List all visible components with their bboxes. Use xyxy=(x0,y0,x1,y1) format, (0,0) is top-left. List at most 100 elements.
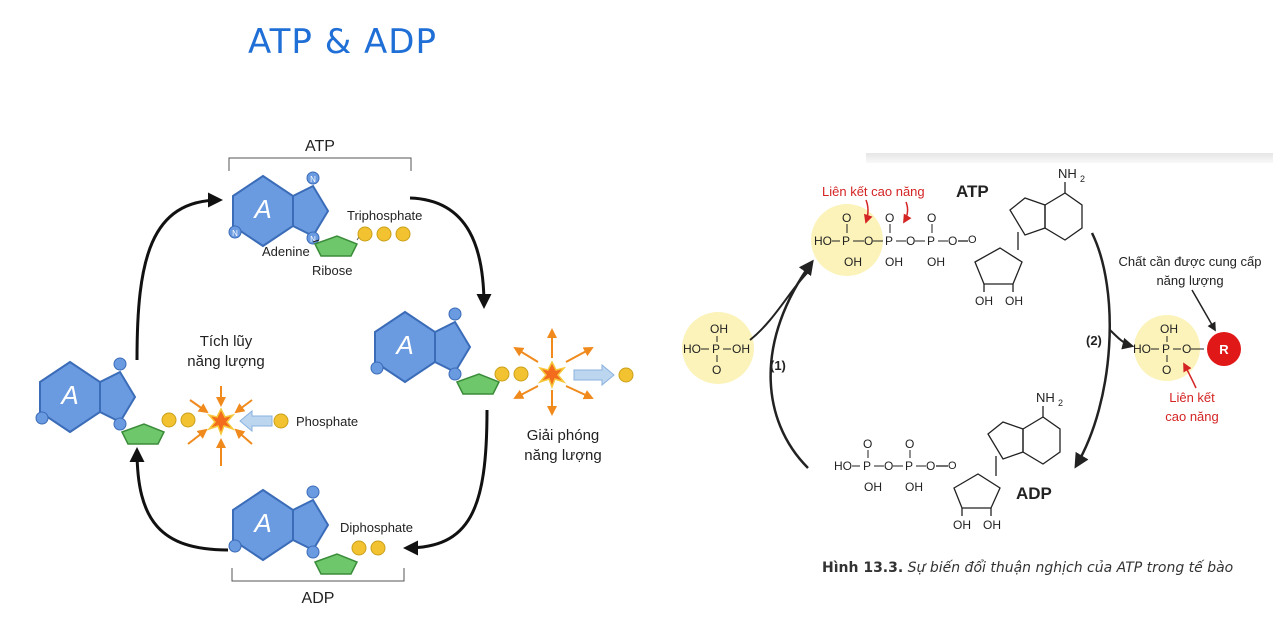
svg-text:A: A xyxy=(394,330,413,360)
atp-title: ATP xyxy=(956,182,989,201)
svg-text:O: O xyxy=(968,234,977,246)
svg-text:P: P xyxy=(842,234,850,248)
svg-text:OH: OH xyxy=(710,322,728,336)
release-energy-line1: Giải phóng xyxy=(527,427,600,444)
svg-text:P: P xyxy=(927,234,935,248)
step-1-label: (1) xyxy=(770,358,786,373)
atp-ribose-adenine xyxy=(958,182,1083,292)
atp-structure-diagram: HO P O OH O P O OH O P O OH O O NH 2 OH … xyxy=(682,166,1262,532)
cycle-arrow-left-up xyxy=(135,192,223,361)
energy-release-burst xyxy=(537,360,567,390)
svg-text:P: P xyxy=(885,234,893,248)
svg-text:O: O xyxy=(926,459,935,473)
svg-text:O: O xyxy=(712,363,721,377)
energy-store-burst xyxy=(206,407,236,437)
store-energy-line2: năng lượng xyxy=(187,353,264,370)
supplied-label-line1: Chất cần được cung cấp xyxy=(1119,254,1262,269)
svg-text:OH: OH xyxy=(844,255,862,269)
svg-text:O: O xyxy=(927,211,936,225)
svg-text:OH: OH xyxy=(975,294,993,308)
diphosphate-label: Diphosphate xyxy=(340,520,413,535)
page-title: ATP & ADP xyxy=(248,22,437,62)
svg-text:HO: HO xyxy=(683,342,701,356)
svg-text:O: O xyxy=(1182,342,1191,356)
svg-text:2: 2 xyxy=(1080,174,1085,184)
cycle-arrow-right-down xyxy=(403,409,489,556)
atp-phosphate-chain: HO P O OH O P O OH O P O OH O xyxy=(814,211,957,269)
svg-text:O: O xyxy=(905,437,914,451)
figure-caption: Hình 13.3. Sự biến đổi thuận nghịch của … xyxy=(822,560,1234,576)
svg-text:OH: OH xyxy=(905,480,923,494)
svg-text:2: 2 xyxy=(1058,398,1063,408)
ribose-label: Ribose xyxy=(312,263,352,278)
atp-adp-cycle-illustration: ATP A N N N Triphosphate Adenine Ribose … xyxy=(35,138,634,607)
atp-molecule-right: A xyxy=(370,307,529,395)
svg-text:HO: HO xyxy=(814,234,832,248)
svg-text:P: P xyxy=(863,459,871,473)
svg-text:NH: NH xyxy=(1058,166,1077,181)
svg-text:OH: OH xyxy=(885,255,903,269)
atp-label: ATP xyxy=(305,138,335,155)
phosphate-incoming-arrow xyxy=(239,409,273,433)
adp-bracket xyxy=(231,568,405,582)
svg-text:O: O xyxy=(906,234,915,248)
supplied-label-line2: năng lượng xyxy=(1156,273,1223,288)
svg-text:OH: OH xyxy=(927,255,945,269)
svg-text:O: O xyxy=(885,211,894,225)
svg-text:N: N xyxy=(310,175,316,184)
phosphate-r-group: OH HO P O O xyxy=(1133,322,1204,377)
svg-text:P: P xyxy=(712,342,720,356)
step-2-label: (2) xyxy=(1086,333,1102,348)
cycle-arrow-top-right xyxy=(409,196,492,309)
cycle-arrow-bottom-left xyxy=(129,447,229,552)
svg-text:O: O xyxy=(1162,363,1171,377)
svg-text:OH: OH xyxy=(1005,294,1023,308)
r-letter: R xyxy=(1219,342,1229,357)
adp-molecule-left: A xyxy=(35,357,196,445)
atp-molecule: A N N N xyxy=(228,171,411,257)
high-energy-bond-bottom-line1: Liên kết xyxy=(1169,390,1215,405)
svg-text:O: O xyxy=(842,211,851,225)
svg-text:O: O xyxy=(863,437,872,451)
svg-text:N: N xyxy=(232,229,238,238)
svg-text:NH: NH xyxy=(1036,390,1055,405)
phosphate-outgoing-arrow xyxy=(573,363,615,387)
arrow-to-r xyxy=(1109,329,1135,350)
free-phosphate: OH HO P OH O xyxy=(683,322,750,377)
high-energy-bond-bottom-line2: cao năng xyxy=(1165,409,1219,424)
svg-text:P: P xyxy=(1162,342,1170,356)
triphosphate-label: Triphosphate xyxy=(347,208,422,223)
phosphate-label: Phosphate xyxy=(296,414,358,429)
adenine-label: Adenine xyxy=(262,244,310,259)
arrow-step-2 xyxy=(1074,232,1111,469)
high-energy-bond-label-top: Liên kết cao năng xyxy=(822,184,925,199)
svg-text:HO: HO xyxy=(834,459,852,473)
svg-text:OH: OH xyxy=(953,518,971,532)
adp-label: ADP xyxy=(302,590,335,607)
svg-text:OH: OH xyxy=(732,342,750,356)
svg-text:HO: HO xyxy=(1133,342,1151,356)
svg-text:OH: OH xyxy=(864,480,882,494)
svg-text:A: A xyxy=(252,194,271,224)
svg-text:O: O xyxy=(948,460,957,472)
svg-text:A: A xyxy=(252,508,271,538)
svg-text:O: O xyxy=(948,234,957,248)
adp-ribose-adenine xyxy=(936,406,1061,516)
svg-text:OH: OH xyxy=(983,518,1001,532)
adp-molecule-bottom: A xyxy=(228,485,386,575)
atp-bracket xyxy=(228,157,412,171)
adp-title: ADP xyxy=(1016,484,1052,503)
svg-text:A: A xyxy=(59,380,78,410)
svg-text:P: P xyxy=(905,459,913,473)
store-energy-line1: Tích lũy xyxy=(200,333,253,350)
adp-phosphate-chain: HO P O OH O P O OH O xyxy=(834,437,935,494)
svg-text:OH: OH xyxy=(1160,322,1178,336)
image-edge-bar xyxy=(866,153,1273,163)
svg-text:N: N xyxy=(310,235,316,244)
arrow-step-1 xyxy=(769,259,814,469)
svg-text:O: O xyxy=(884,459,893,473)
release-energy-line2: năng lượng xyxy=(524,447,601,464)
r-group-circle xyxy=(1207,332,1241,366)
arrow-to-phosphate xyxy=(749,271,809,341)
svg-text:O: O xyxy=(864,234,873,248)
